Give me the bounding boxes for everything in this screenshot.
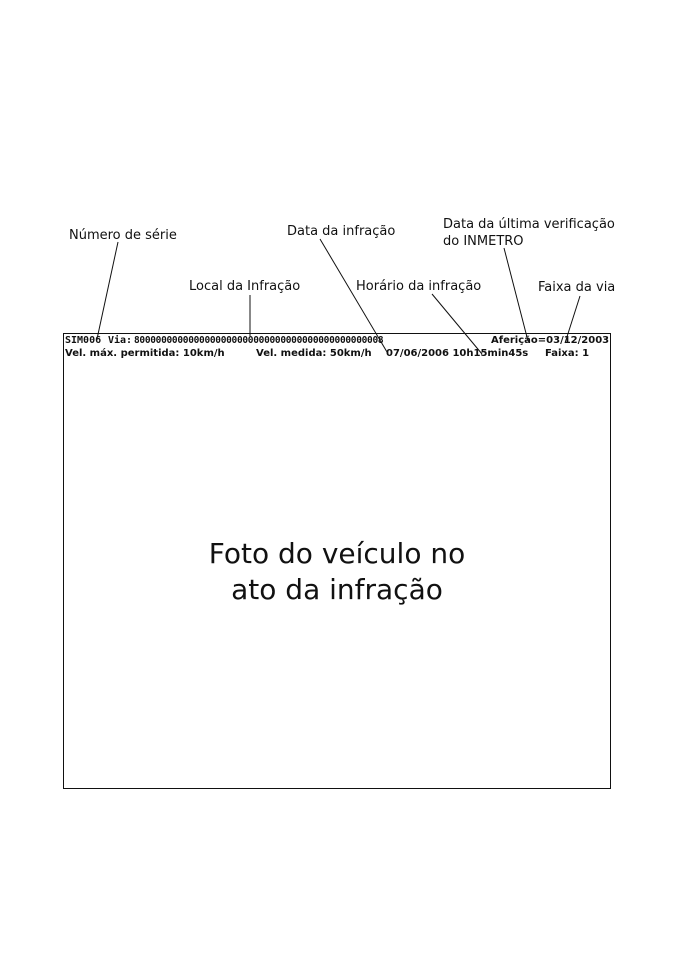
callout-data-infracao: Data da infração <box>287 224 396 239</box>
photo-placeholder-line1: Foto do veículo no <box>208 537 466 570</box>
stamp-afericao: Aferição=03/12/2003 <box>491 335 610 346</box>
callout-ultima-verificacao-line2: do INMETRO <box>443 234 524 249</box>
stamp-faixa: Faixa: 1 <box>545 348 590 359</box>
stamp-vel-max: Vel. máx. permitida: 10km/h <box>65 348 225 359</box>
stamp-serial: SIM006 <box>65 335 102 346</box>
callout-faixa-via: Faixa da via <box>538 280 616 295</box>
leader-ultima-verificacao <box>503 247 529 342</box>
photo-frame <box>63 333 611 789</box>
leader-horario-infracao <box>431 293 483 355</box>
stamp-via-label: Via: <box>108 335 133 346</box>
photo-placeholder-line2: ato da infração <box>231 573 443 606</box>
stamp-via-value: 8000000000000000000000000000000000000000… <box>134 335 384 346</box>
callout-ultima-verificacao-line1: Data da última verificação <box>443 217 615 232</box>
leader-numero-serie <box>96 241 119 340</box>
leader-faixa-via <box>564 295 581 344</box>
stamp-vel-medida: Vel. medida: 50km/h <box>256 348 372 359</box>
stamp-data-hora: 07/06/2006 10h15min45s <box>386 348 529 359</box>
photo-placeholder: Foto do veículo no ato da infração <box>63 536 611 608</box>
callout-numero-serie: Número de série <box>69 228 177 243</box>
callout-local-infracao: Local da Infração <box>189 279 301 294</box>
callout-horario-infracao: Horário da infração <box>356 279 482 294</box>
